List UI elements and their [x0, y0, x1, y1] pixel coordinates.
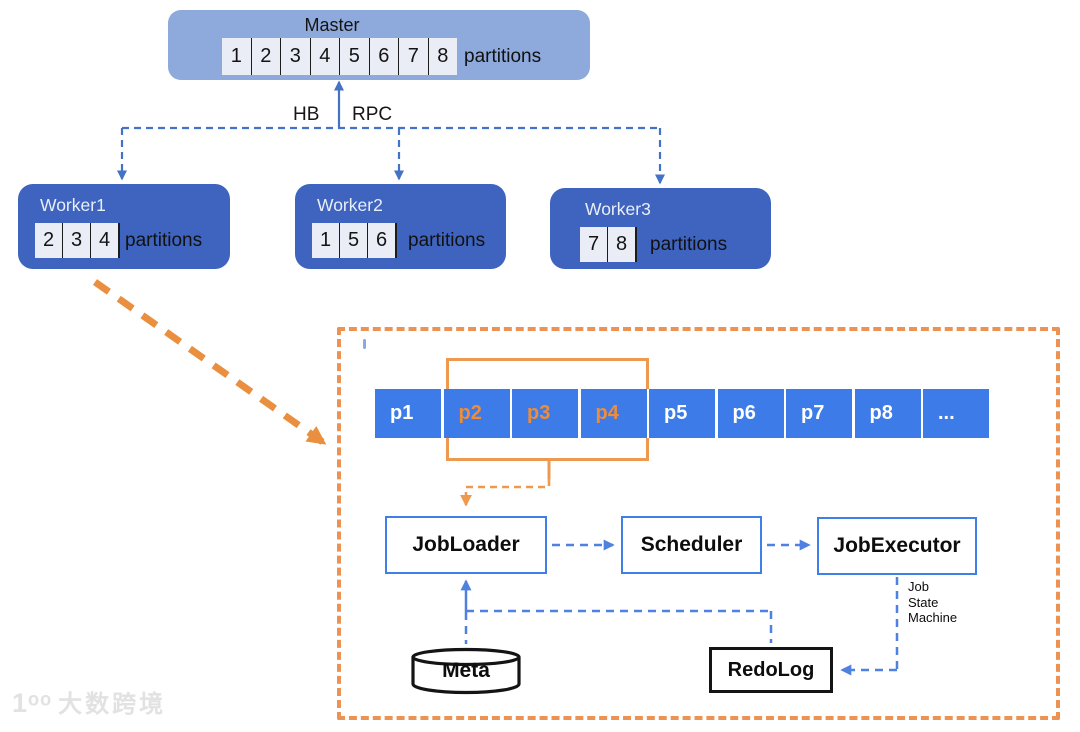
watermark: 1ᵒᵒ 大数跨境: [12, 684, 166, 719]
zoom-detail-arrow: [92, 279, 327, 446]
scheduler-label: Scheduler: [640, 533, 743, 556]
worker3-partitions-label: partitions: [650, 233, 728, 255]
partition-cell: p5: [649, 389, 715, 438]
job-executor-box: JobExecutor: [817, 517, 977, 575]
partition-cell: p8: [854, 389, 921, 438]
partition-cell: 6: [367, 223, 395, 258]
meta-store: Meta: [410, 646, 522, 696]
partition-cell: 3: [62, 223, 90, 258]
partition-cell: p2: [443, 389, 510, 438]
partition-cell: 8: [607, 227, 635, 262]
partition-cell: 5: [339, 223, 367, 258]
job-state-machine-label: Job State Machine: [908, 579, 957, 626]
partition-cell: p4: [580, 389, 647, 438]
jsm-line-1: Job: [908, 579, 929, 594]
partition-cell: 2: [42, 229, 55, 251]
partition-cell: 5: [339, 38, 369, 75]
master-title: Master: [304, 15, 360, 35]
worker1-partitions-label: partitions: [125, 229, 203, 251]
worker-detail-container: [337, 327, 1060, 720]
stray-cursor-tick: [363, 339, 366, 349]
partition-cell: 2: [250, 38, 281, 75]
partition-cell: 1: [230, 45, 242, 67]
partition-cell: 4: [90, 223, 118, 258]
partition-cell: 6: [368, 38, 399, 75]
partition-cell: p1: [375, 389, 441, 438]
partition-cell: 8: [427, 38, 458, 75]
rpc-label: RPC: [352, 104, 393, 125]
partition-cell: 7: [587, 233, 600, 255]
jsm-line-2: State: [908, 594, 939, 610]
job-loader-label: JobLoader: [412, 533, 520, 556]
partition-cell: p6: [717, 389, 784, 438]
jsm-line-3: Machine: [908, 610, 958, 625]
scheduler-box: Scheduler: [621, 516, 762, 574]
hb-label: HB: [293, 104, 320, 125]
master-partitions-label: partitions: [464, 45, 542, 67]
worker2-partitions-label: partitions: [408, 229, 486, 251]
redo-log-label: RedoLog: [727, 658, 815, 681]
watermark-logo-icon: 1ᵒᵒ: [12, 688, 53, 718]
partition-cell: 3: [280, 38, 310, 75]
job-loader-box: JobLoader: [385, 516, 547, 574]
partition-cell: p7: [786, 389, 852, 438]
partition-cell: p3: [512, 389, 578, 438]
partition-cell: ...: [923, 389, 989, 438]
partition-cell: 1: [319, 229, 332, 251]
watermark-text: 大数跨境: [58, 691, 167, 718]
job-executor-label: JobExecutor: [833, 534, 961, 557]
redo-log-box: RedoLog: [709, 647, 833, 693]
database-cylinder-icon: [411, 647, 521, 695]
partition-cell: 4: [309, 38, 340, 75]
worker3-title: Worker3: [585, 199, 651, 219]
meta-label: Meta: [442, 659, 490, 682]
partition-cell: 7: [398, 38, 428, 75]
worker2-title: Worker2: [317, 195, 383, 215]
worker1-title: Worker1: [40, 195, 106, 215]
